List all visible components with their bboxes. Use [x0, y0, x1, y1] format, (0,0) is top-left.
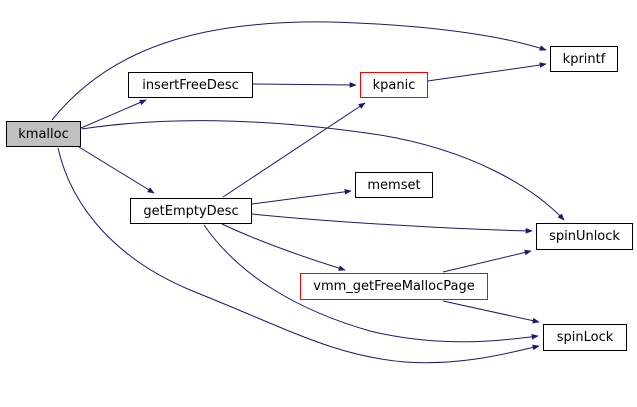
edge-insertFreeDesc-to-kpanic — [252, 82, 357, 88]
edge-vmm_getFreeMallocPage-to-spinLock — [442, 300, 540, 324]
node-getEmptyDesc[interactable]: getEmptyDesc — [130, 198, 252, 224]
node-kmalloc: kmalloc — [6, 121, 81, 147]
edge-kmalloc-to-insertFreeDesc — [80, 99, 147, 129]
edge-getEmptyDesc-to-spinLock — [203, 224, 539, 343]
edge-getEmptyDesc-to-memset — [251, 189, 352, 205]
edge-kmalloc-to-spinUnlock — [81, 120, 565, 221]
node-spinUnlock[interactable]: spinUnlock — [536, 223, 633, 250]
edge-kpanic-to-kprintf — [427, 62, 547, 82]
node-insertFreeDesc[interactable]: insertFreeDesc — [128, 72, 253, 98]
node-kprintf[interactable]: kprintf — [550, 46, 618, 72]
edge-getEmptyDesc-to-vmm_getFreeMallocPage — [221, 223, 346, 271]
edge-vmm_getFreeMallocPage-to-spinUnlock — [442, 249, 532, 273]
node-spinLock[interactable]: spinLock — [543, 324, 627, 351]
edge-kmalloc-to-spinLock — [57, 147, 540, 364]
edge-getEmptyDesc-to-kpanic — [222, 102, 366, 198]
edge-kmalloc-to-kprintf — [51, 21, 547, 121]
node-memset[interactable]: memset — [355, 172, 433, 198]
edge-kmalloc-to-getEmptyDesc — [78, 146, 155, 194]
node-vmm_getFreeMallocPage[interactable]: vmm_getFreeMallocPage — [300, 273, 488, 300]
edge-getEmptyDesc-to-spinUnlock — [251, 213, 533, 234]
node-kpanic[interactable]: kpanic — [360, 72, 428, 98]
